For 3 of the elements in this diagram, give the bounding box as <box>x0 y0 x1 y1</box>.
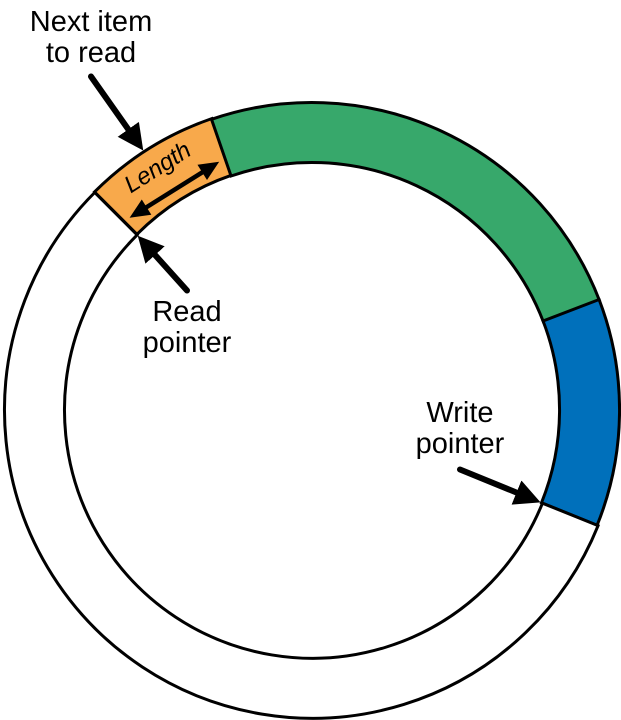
callout-label: Next item to read <box>28 6 154 68</box>
callout-label: Read pointer <box>142 296 232 358</box>
callout-label: Write pointer <box>414 398 506 460</box>
